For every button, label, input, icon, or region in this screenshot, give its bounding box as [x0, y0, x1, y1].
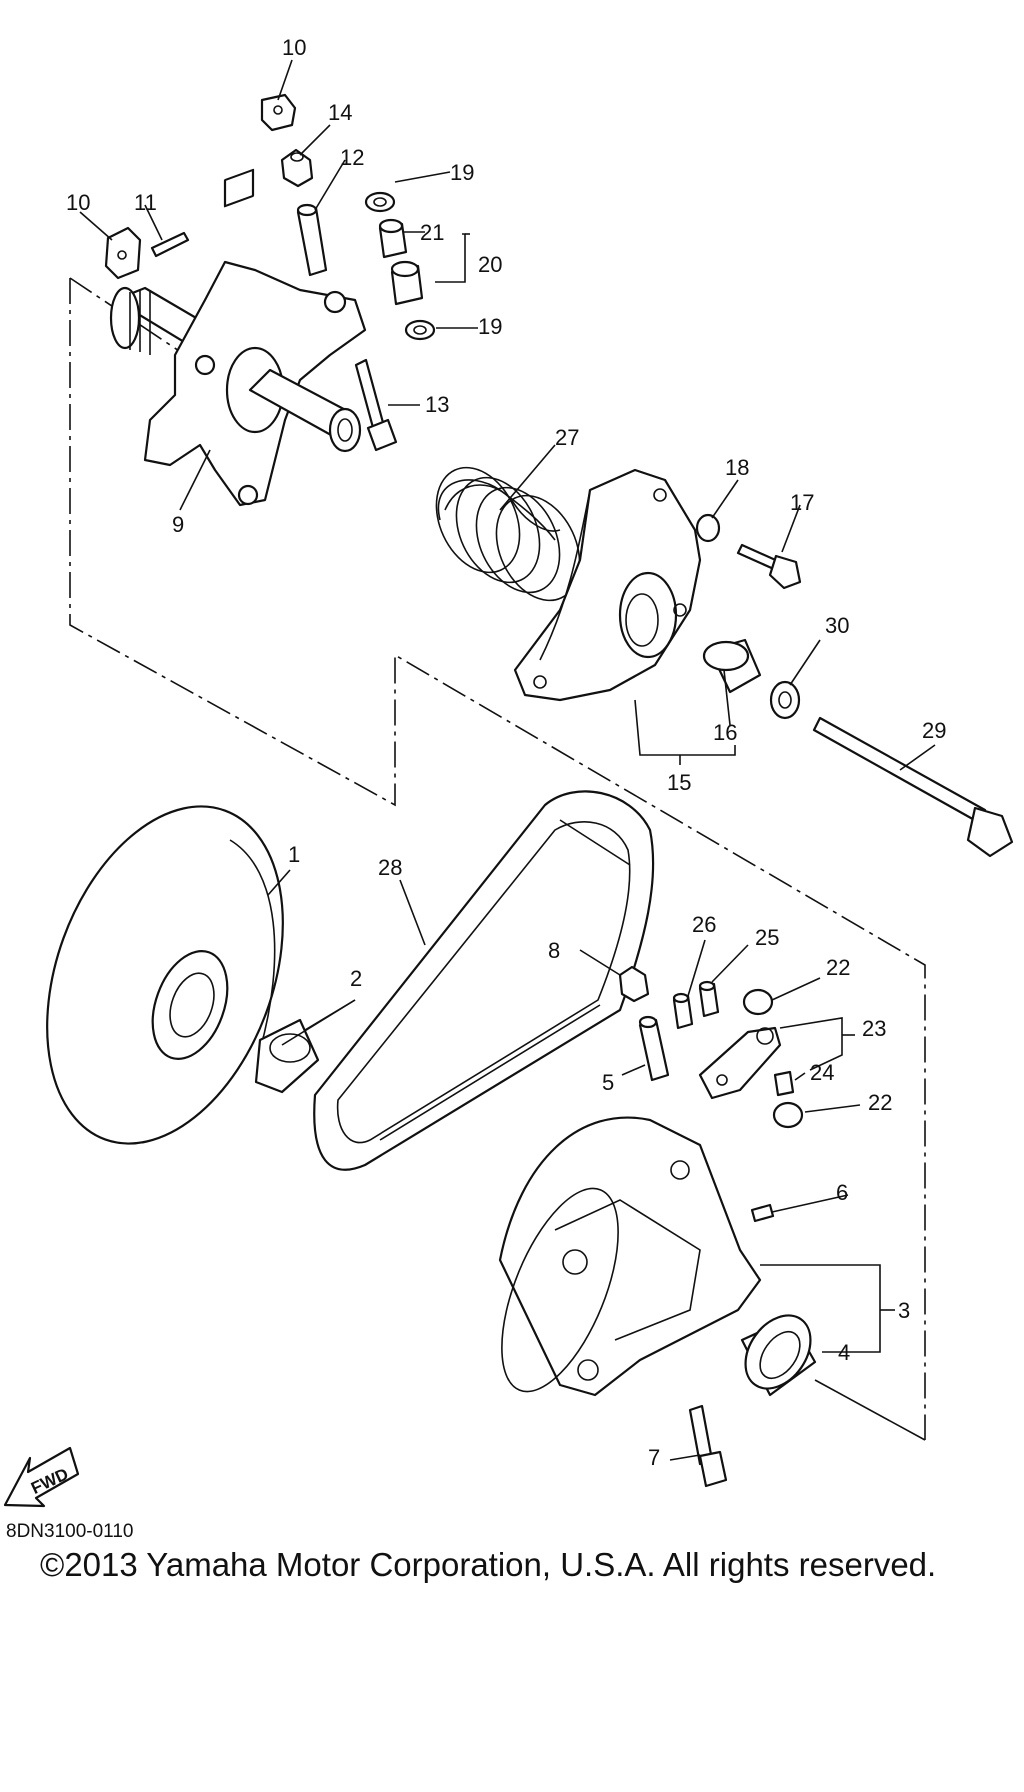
diagram-code: 8DN3100-0110	[6, 1521, 134, 1542]
callout-21: 21	[420, 220, 444, 245]
part-30-washer	[769, 680, 801, 720]
callout-11: 11	[134, 190, 157, 215]
part-7-bolt	[688, 1404, 728, 1488]
callouts: 10 14 12 19 21 20 19 13 10 11 9 27 18 17…	[66, 35, 946, 1470]
callout-15: 15	[667, 770, 691, 795]
part-21-bushing	[378, 218, 408, 259]
callout-30: 30	[825, 613, 849, 638]
part-14-nut	[280, 148, 314, 188]
callout-14: 14	[328, 100, 352, 125]
callout-26: 26	[692, 912, 716, 937]
callout-19b: 19	[478, 314, 502, 339]
part-23-arm	[698, 1026, 782, 1100]
callout-20: 20	[478, 252, 502, 277]
callout-28: 28	[378, 855, 402, 880]
part-6-set-screw	[750, 1203, 775, 1223]
assembly-outline-lower	[814, 1379, 926, 1441]
part-25-pin	[698, 980, 720, 1018]
fwd-arrow-icon: FWD	[3, 1446, 80, 1508]
part-4-bushing	[740, 1314, 817, 1397]
callout-24: 24	[810, 1060, 834, 1085]
callout-2: 2	[350, 966, 362, 991]
part-5-pin	[638, 1015, 670, 1082]
callout-7: 7	[648, 1445, 660, 1470]
part-26-pin	[672, 992, 694, 1030]
callout-8: 8	[548, 938, 560, 963]
callout-9: 9	[172, 512, 184, 537]
callout-22b: 22	[868, 1090, 892, 1115]
callout-10a: 10	[282, 35, 306, 60]
part-16-bushing	[702, 638, 762, 694]
callout-17: 17	[790, 490, 814, 515]
callout-18: 18	[725, 455, 749, 480]
callout-3: 3	[898, 1298, 910, 1323]
part-24-spacer	[773, 1070, 795, 1097]
part-12-pin	[296, 203, 328, 277]
part-29-long-bolt	[812, 716, 1014, 858]
callout-13: 13	[425, 392, 449, 417]
part-3-sheave-housing	[498, 1116, 762, 1397]
callout-16: 16	[713, 720, 737, 745]
callout-27: 27	[555, 425, 579, 450]
callout-29: 29	[922, 718, 946, 743]
part-20-collar	[390, 260, 424, 306]
callout-12: 12	[340, 145, 364, 170]
callout-5: 5	[602, 1070, 614, 1095]
callout-19a: 19	[450, 160, 474, 185]
part-9-spider	[109, 168, 367, 507]
callout-6: 6	[836, 1180, 848, 1205]
part-22-washer-bottom	[772, 1101, 804, 1129]
part-13-bolt	[354, 358, 398, 452]
callout-1: 1	[288, 842, 300, 867]
part-22-washer-top	[742, 988, 774, 1016]
part-11-pin	[150, 231, 190, 258]
part-18-washer	[695, 513, 721, 543]
part-1-sliding-sheave	[46, 805, 284, 1145]
leader-lines	[79, 59, 936, 1461]
part-17-bolt	[736, 543, 802, 590]
part-10-weight-top	[260, 93, 297, 132]
assembly-outline-upper	[69, 278, 926, 1440]
part-19-washer-top	[364, 191, 396, 213]
part-10-weight-left	[104, 226, 142, 280]
part-19-washer-bottom	[404, 319, 436, 341]
callout-22a: 22	[826, 955, 850, 980]
part-8-nut	[618, 965, 650, 1003]
part-2-bushing	[254, 1018, 320, 1094]
callout-4: 4	[838, 1340, 850, 1365]
part-27-spring	[435, 466, 581, 602]
part-28-drive-belt	[313, 790, 655, 1171]
copyright-notice: ©2013 Yamaha Motor Corporation, U.S.A. A…	[40, 1546, 937, 1583]
part-15-cap	[513, 468, 702, 702]
callout-10b: 10	[66, 190, 90, 215]
callout-23: 23	[862, 1016, 886, 1041]
callout-25: 25	[755, 925, 779, 950]
